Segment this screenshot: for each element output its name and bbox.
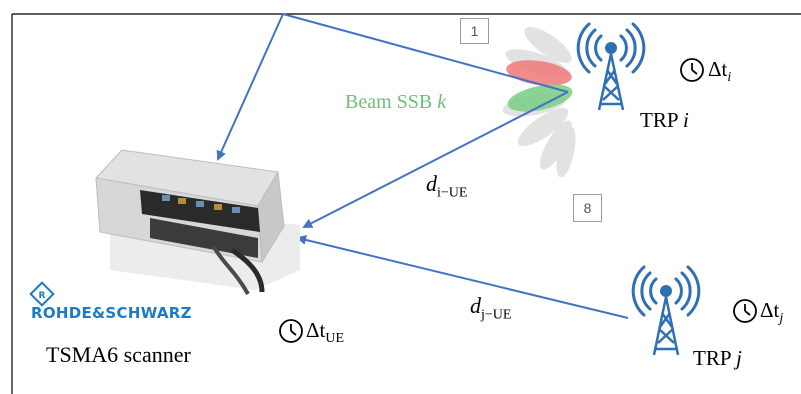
ue-delta-sub: UE	[325, 331, 345, 347]
diagram-frame	[11, 13, 801, 394]
trp-i-delta-sub: i	[727, 70, 732, 86]
trp-j-prefix: TRP	[693, 346, 736, 370]
ue-clock-offset: ΔtUE	[306, 318, 344, 347]
rohde-schwarz-diamond-logo: R	[29, 281, 55, 307]
antenna-tower-icon	[576, 22, 646, 111]
distance-j-sub: j−UE	[481, 307, 512, 323]
trp-i-label: TRP i	[640, 108, 689, 133]
arrow-trp-j-to-scanner	[296, 235, 629, 319]
beam-label: Beam SSB k	[345, 91, 446, 114]
arrow-top-segment	[282, 13, 569, 93]
beam-index-first: 1	[460, 18, 489, 44]
trp-j-index: j	[735, 346, 742, 370]
arrow-trp-i-to-scanner	[302, 91, 569, 228]
trp-j-delta-sub: j	[779, 311, 784, 327]
beam-index-last: 8	[573, 194, 602, 222]
trp-j-delta: Δt	[760, 298, 780, 322]
signal-arrows	[216, 13, 629, 319]
scanner-name: TSMA6 scanner	[46, 342, 191, 367]
distance-j-main: d	[470, 293, 481, 318]
beam-label-index: k	[437, 91, 447, 113]
distance-i-ue: di−UE	[426, 171, 467, 201]
svg-text:R: R	[39, 291, 46, 301]
trp-j-clock-offset: Δtj	[760, 298, 783, 327]
distance-i-main: d	[426, 171, 437, 196]
trp-i-prefix: TRP	[640, 108, 683, 132]
trp-i-clock-offset: Δti	[708, 57, 731, 86]
ue-delta: Δt	[306, 318, 326, 342]
trp-j-label: TRP j	[693, 346, 742, 371]
arrow-to-scanner-top	[216, 13, 284, 161]
distance-i-sub: i−UE	[437, 185, 468, 201]
trp-i-index: i	[682, 108, 689, 132]
distance-j-ue: dj−UE	[470, 293, 511, 323]
brand-wordmark: ROHDE&SCHWARZ	[31, 304, 192, 322]
clock-icon	[279, 319, 303, 343]
beam-green	[507, 84, 573, 112]
beam-label-text: Beam SSB	[345, 91, 438, 113]
clock-icon	[733, 299, 757, 323]
trp-i-delta: Δt	[708, 57, 728, 81]
scanner-device-image	[95, 149, 300, 295]
clock-icon	[680, 58, 704, 82]
antenna-tower-icon	[631, 265, 701, 356]
